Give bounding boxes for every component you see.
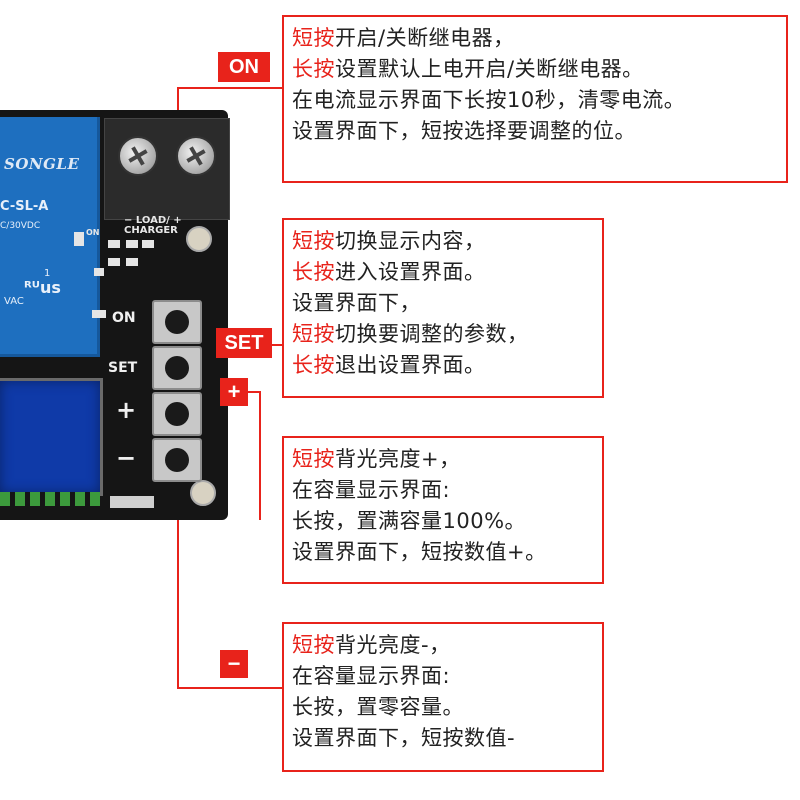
component bbox=[108, 240, 120, 248]
screw-left bbox=[118, 136, 158, 176]
callout-line: 设置界面下， bbox=[292, 291, 421, 315]
callout-plus: 短按背光亮度+， 在容量显示界面: 长按，置满容量100%。 设置界面下，短按数… bbox=[282, 436, 604, 584]
minus-connector bbox=[177, 478, 282, 689]
set-button[interactable] bbox=[152, 346, 202, 390]
mount-hole-bottom bbox=[190, 480, 216, 506]
callout-line: 设置界面下，短按数值- bbox=[292, 726, 516, 750]
callout-line: 短按背光亮度+， bbox=[292, 447, 461, 471]
callout-line: 设置界面下，短按选择要调整的位。 bbox=[292, 119, 636, 143]
silk-set: SET bbox=[108, 360, 138, 376]
mount-hole-top bbox=[186, 226, 212, 252]
component bbox=[108, 258, 120, 266]
component bbox=[110, 496, 154, 508]
callout-line: 在电流显示界面下长按10秒，清零电流。 bbox=[292, 88, 686, 112]
tag-on: ON bbox=[218, 52, 270, 82]
callout-line: 长按，置满容量100%。 bbox=[292, 509, 527, 533]
component bbox=[126, 240, 138, 248]
silk-on: ON bbox=[112, 310, 136, 326]
plus-button[interactable] bbox=[152, 392, 202, 436]
tag-plus: + bbox=[220, 378, 248, 406]
component bbox=[92, 310, 106, 318]
screw-right bbox=[176, 136, 216, 176]
on-button[interactable] bbox=[152, 300, 202, 344]
pin-header bbox=[0, 492, 100, 506]
lcd-display bbox=[0, 378, 103, 496]
relay-model: C-SL-A bbox=[0, 199, 49, 214]
callout-line: 短按切换要调整的参数， bbox=[292, 322, 529, 346]
callout-on: 短按开启/关断继电器， 长按设置默认上电开启/关断继电器。 在电流显示界面下长按… bbox=[282, 15, 788, 183]
silk-minus: − bbox=[116, 444, 137, 472]
tag-minus: − bbox=[220, 650, 248, 678]
callout-line: 短按背光亮度-， bbox=[292, 633, 451, 657]
callout-line: 设置界面下，短按数值+。 bbox=[292, 540, 547, 564]
silk-plus: + bbox=[116, 396, 137, 424]
terminal-label: − LOAD/ + CHARGER bbox=[124, 215, 182, 236]
callout-set: 短按切换显示内容， 长按进入设置界面。 设置界面下， 短按切换要调整的参数， 长… bbox=[282, 218, 604, 398]
callout-line: 短按开启/关断继电器， bbox=[292, 26, 515, 50]
callout-line: 短按切换显示内容， bbox=[292, 229, 486, 253]
relay-cert: 1 ᴿᵁus VAC bbox=[4, 268, 61, 307]
silk-small-on: ON bbox=[86, 228, 100, 237]
minus-button[interactable] bbox=[152, 438, 202, 482]
callout-line: 长按进入设置界面。 bbox=[292, 260, 486, 284]
callout-minus: 短按背光亮度-， 在容量显示界面: 长按，置零容量。 设置界面下，短按数值- bbox=[282, 622, 604, 772]
component bbox=[126, 258, 138, 266]
relay-brand: SONGLE bbox=[4, 155, 80, 173]
callout-line: 长按退出设置界面。 bbox=[292, 353, 486, 377]
callout-line: 长按，置零容量。 bbox=[292, 695, 464, 719]
callout-line: 在容量显示界面: bbox=[292, 664, 451, 688]
relay-spec: C/30VDC bbox=[0, 221, 41, 231]
tag-set: SET bbox=[216, 328, 272, 358]
callout-line: 长按设置默认上电开启/关断继电器。 bbox=[292, 57, 644, 81]
component bbox=[74, 232, 84, 246]
relay: SONGLE C-SL-A C/30VDC 1 ᴿᵁus VAC bbox=[0, 117, 100, 357]
callout-line: 在容量显示界面: bbox=[292, 478, 451, 502]
component bbox=[94, 268, 104, 276]
component bbox=[142, 240, 154, 248]
